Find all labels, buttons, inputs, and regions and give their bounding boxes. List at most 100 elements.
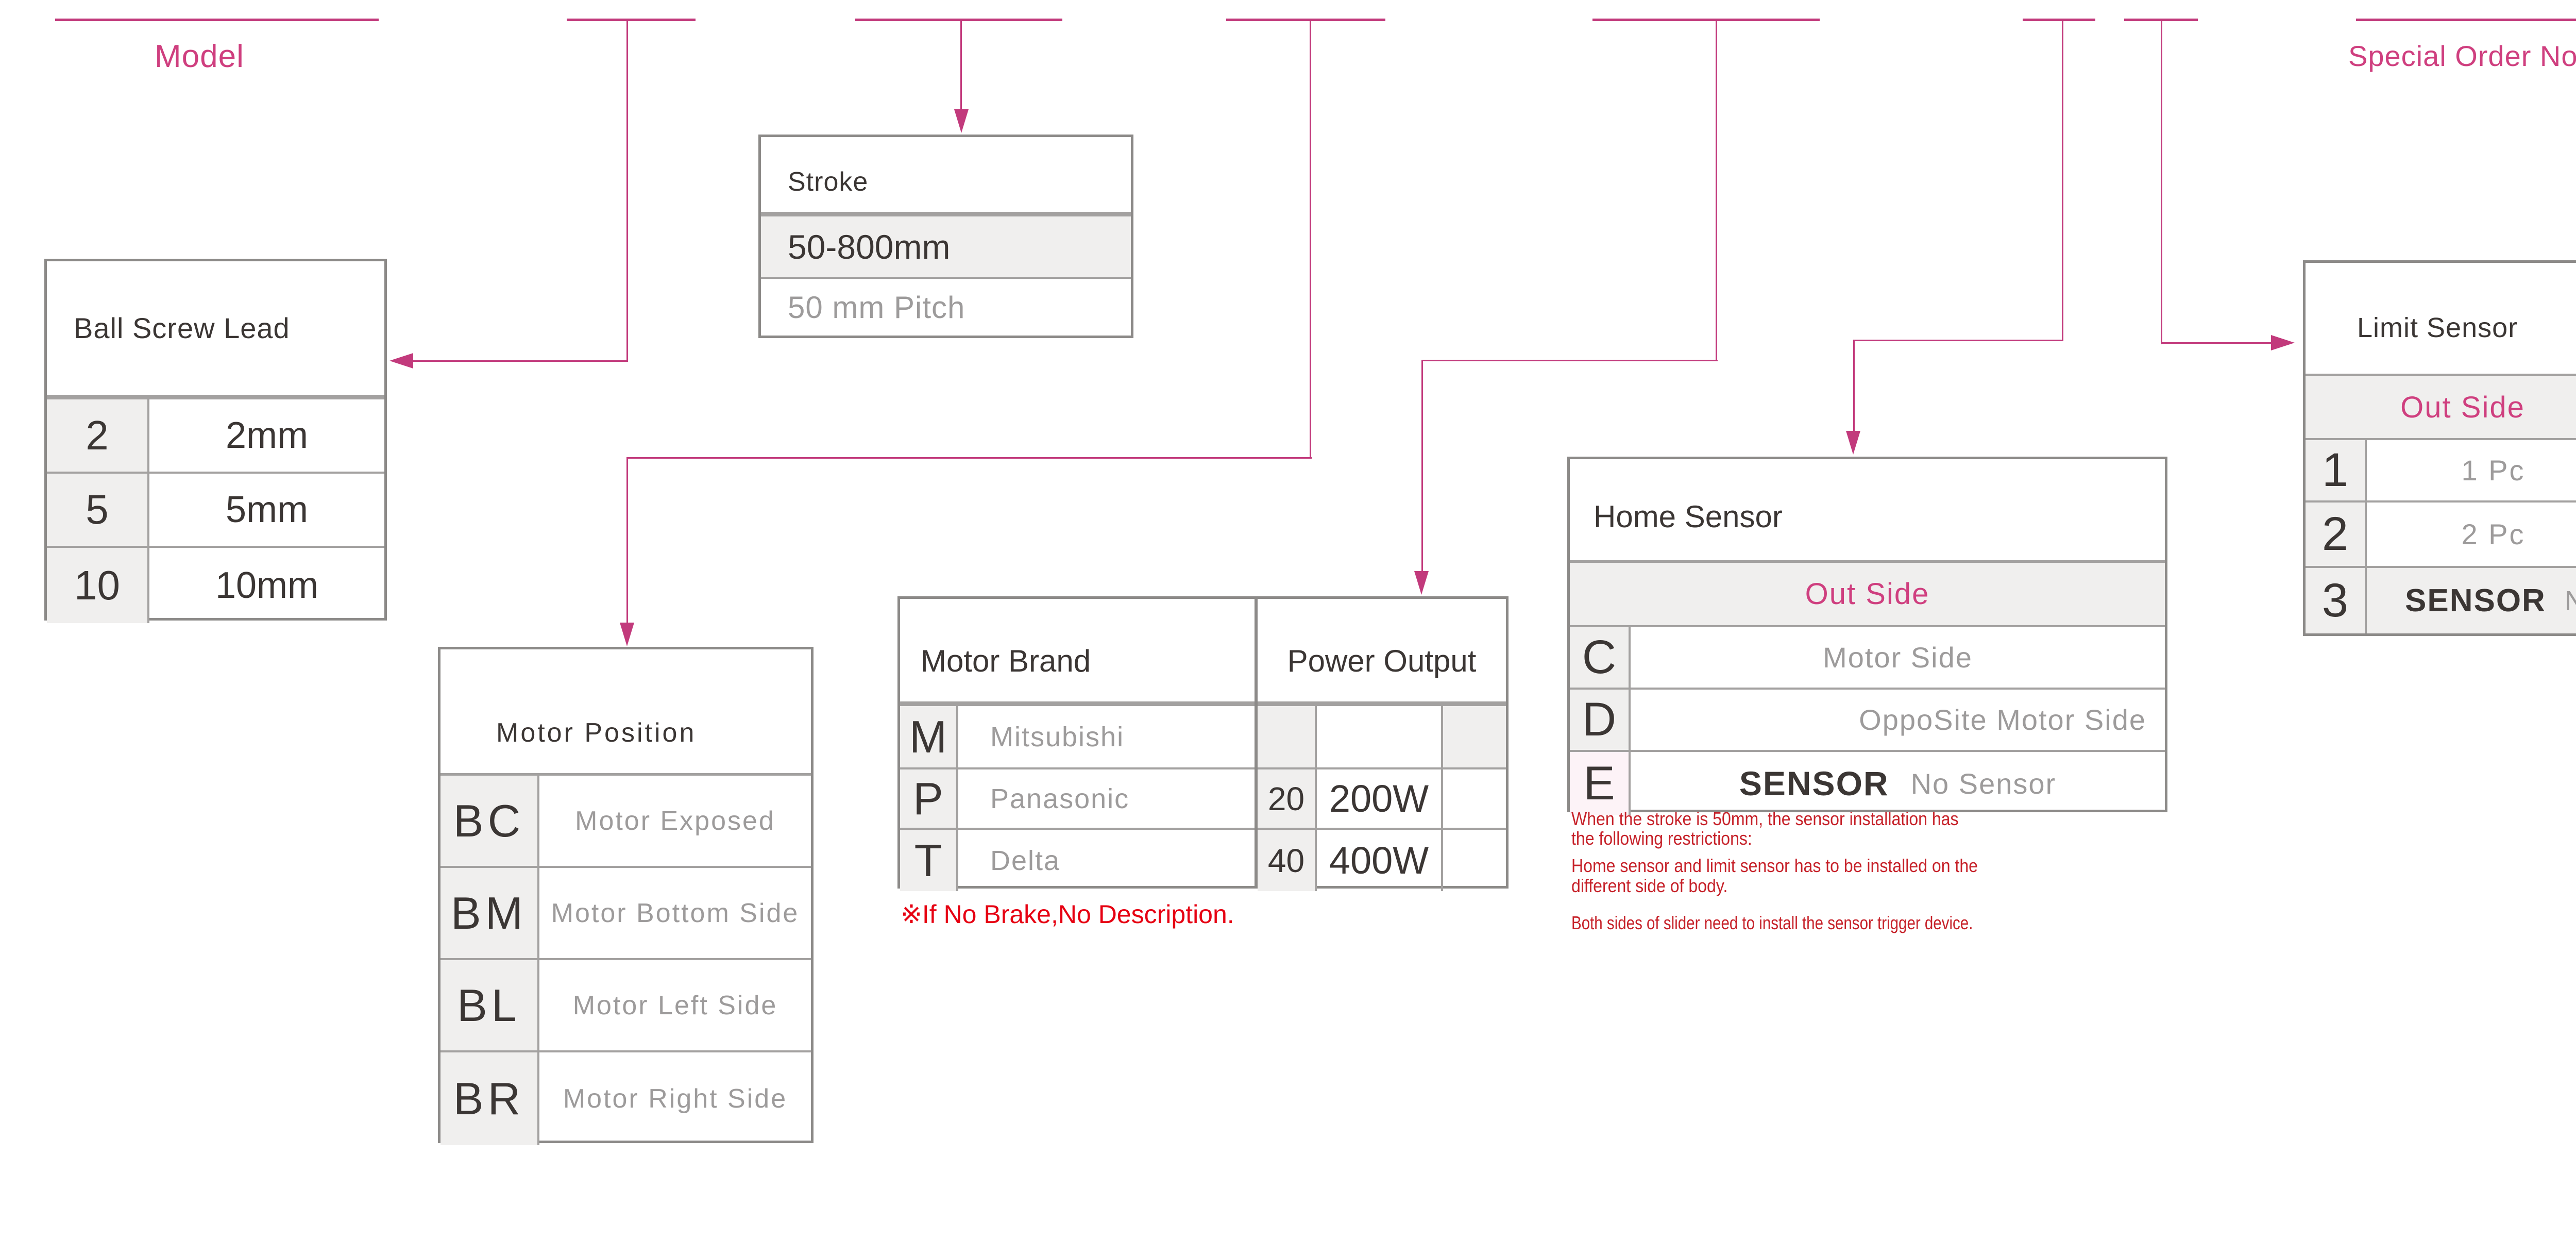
table-row: D OppoSite Motor Side <box>1570 690 2165 752</box>
connector-stroke-arrow-icon <box>954 109 969 133</box>
connector-ballscrew-vline <box>626 21 628 362</box>
motor-position-table: Motor Position BC Motor Exposed BM Motor… <box>438 647 814 1145</box>
table-row: T Delta <box>900 830 1255 891</box>
power-output-spare-cell <box>1443 830 1506 891</box>
power-output-table: Power Output 20 200W 40 400W <box>1255 596 1509 891</box>
sensor-word: SENSOR <box>2405 583 2546 618</box>
home-sensor-header: Home Sensor <box>1570 459 2165 563</box>
limit-sensor-value: 1 Pc <box>2461 454 2526 487</box>
motor-position-code: BM <box>440 868 539 958</box>
power-output-header: Power Output <box>1258 599 1506 706</box>
power-output-code <box>1258 706 1317 767</box>
brake-note: ※If No Brake,No Description. <box>901 900 1234 929</box>
stroke-range: 50-800mm <box>761 216 1131 277</box>
model-code-rule-2 <box>567 19 696 21</box>
connector-motorbrand-arrow-icon <box>1414 571 1429 595</box>
power-output-code: 40 <box>1258 830 1317 891</box>
connector-motorbrand-vline1 <box>1716 21 1717 361</box>
table-row: BM Motor Bottom Side <box>440 868 811 960</box>
table-row: 1 1 Pc <box>2306 440 2576 503</box>
connector-ballscrew-arrow-icon <box>389 353 413 369</box>
table-row: 3 SENSOR No Sensor <box>2306 568 2576 633</box>
ball-screw-lead-table: Ball Screw Lead 2 2mm 5 5mm 10 10mm <box>44 259 387 623</box>
sensor-note-line: different side of body. <box>1571 875 1728 896</box>
connector-homesensor-vline1 <box>2062 21 2063 341</box>
model-label: Model <box>155 39 244 74</box>
table-row: BL Motor Left Side <box>440 960 811 1052</box>
motor-brand-value: Mitsubishi <box>990 721 1125 752</box>
connector-motorbrand-vline2 <box>1421 360 1423 572</box>
home-sensor-code: D <box>1570 690 1631 750</box>
connector-homesensor-hline <box>1853 340 2063 341</box>
motor-brand-value: Panasonic <box>990 783 1130 814</box>
table-row: 10 10mm <box>47 548 384 623</box>
model-code-rule-5 <box>1592 19 1820 21</box>
ball-screw-value: 5mm <box>226 489 308 530</box>
table-row: 5 5mm <box>47 474 384 548</box>
connector-motorposition-hline <box>626 457 1312 459</box>
motor-position-value: Motor Exposed <box>575 806 775 836</box>
stroke-pitch: 50 mm Pitch <box>788 290 965 325</box>
ball-screw-code: 5 <box>47 474 149 546</box>
model-code-rule-6 <box>2023 19 2095 21</box>
table-row: C Motor Side <box>1570 627 2165 690</box>
limit-sensor-code: 2 <box>2306 503 2367 566</box>
table-row: 2 2 Pc <box>2306 503 2576 568</box>
home-sensor-value: SENSOR No Sensor <box>1631 752 2165 815</box>
ball-screw-value: 2mm <box>226 415 308 456</box>
home-sensor-value: OppoSite Motor Side <box>1859 704 2146 736</box>
special-order-label: Special Order No. <box>2348 40 2576 72</box>
home-sensor-subheader: Out Side <box>1570 563 2165 625</box>
no-sensor-word: No Sensor <box>1910 767 2057 800</box>
limit-sensor-code: 1 <box>2306 440 2367 500</box>
power-output-value <box>1317 706 1443 767</box>
home-sensor-table: Home Sensor Out Side C Motor Side D Oppo… <box>1567 457 2167 815</box>
power-output-spare-cell <box>1443 706 1506 767</box>
connector-motorposition-vline1 <box>1310 21 1311 459</box>
table-row: 50 mm Pitch <box>761 279 1131 336</box>
motor-position-code: BC <box>440 776 539 866</box>
model-code-rule-3 <box>855 19 1062 21</box>
table-row <box>1258 706 1506 769</box>
ball-screw-lead-header: Ball Screw Lead <box>47 261 384 399</box>
power-output-value: 400W <box>1317 830 1443 891</box>
sensor-word: SENSOR <box>1739 764 1889 802</box>
connector-ballscrew-hline <box>410 360 628 362</box>
ball-screw-value: 10mm <box>215 565 319 606</box>
table-row: BR Motor Right Side <box>440 1052 811 1145</box>
home-sensor-code: E <box>1570 752 1631 815</box>
table-row: P Panasonic <box>900 769 1255 830</box>
connector-limitsensor-hline <box>2161 342 2272 344</box>
connector-homesensor-vline2 <box>1853 340 1855 432</box>
home-sensor-value: Motor Side <box>1823 641 1973 674</box>
motor-brand-table: Motor Brand M Mitsubishi P Panasonic T D… <box>897 596 1257 891</box>
connector-stroke-vline <box>960 21 962 112</box>
motor-position-value: Motor Bottom Side <box>551 898 800 928</box>
table-row: BC Motor Exposed <box>440 776 811 868</box>
table-row: E SENSOR No Sensor <box>1570 752 2165 815</box>
stroke-table: Stroke 50-800mm 50 mm Pitch <box>758 135 1133 338</box>
ball-screw-code: 2 <box>47 399 149 472</box>
model-code-rule-1 <box>55 19 379 21</box>
sensor-note-2: Home sensor and limit sensor has to be i… <box>1571 856 2028 896</box>
table-row: Out Side <box>1570 563 2165 627</box>
model-code-rule-4 <box>1226 19 1385 21</box>
home-sensor-code: C <box>1570 627 1631 688</box>
limit-sensor-value: SENSOR No Sensor <box>2367 568 2576 633</box>
connector-limitsensor-vline <box>2161 21 2162 344</box>
limit-sensor-code: 3 <box>2306 568 2367 633</box>
table-row: Out Side <box>2306 376 2576 440</box>
connector-limitsensor-arrow-icon <box>2271 335 2295 350</box>
connector-motorposition-arrow-icon <box>620 623 634 646</box>
limit-sensor-header: Limit Sensor <box>2306 263 2576 376</box>
limit-sensor-subheader: Out Side <box>2306 376 2576 438</box>
motor-position-code: BR <box>440 1052 539 1145</box>
table-row: M Mitsubishi <box>900 706 1255 769</box>
model-code-rule-7 <box>2124 19 2198 21</box>
limit-sensor-table: Limit Sensor Out Side 1 1 Pc 2 2 Pc 3 SE… <box>2303 260 2576 636</box>
sensor-note-line: Both sides of slider need to install the… <box>1571 912 1973 933</box>
table-row: 50-800mm <box>761 216 1131 279</box>
power-output-code: 20 <box>1258 769 1317 828</box>
motor-position-value: Motor Left Side <box>572 990 778 1020</box>
